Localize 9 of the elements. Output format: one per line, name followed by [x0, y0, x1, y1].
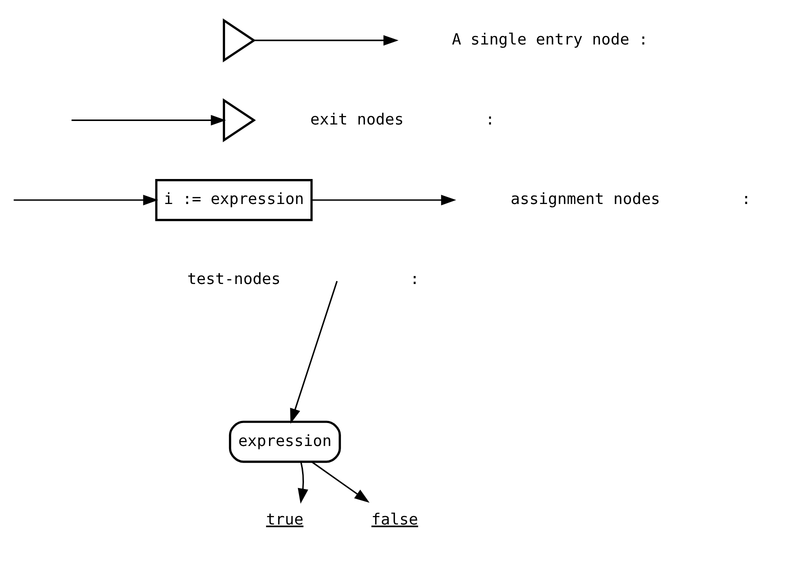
node-text: true: [266, 510, 304, 529]
node-text: false: [371, 510, 418, 529]
label: assignment nodes: [510, 190, 660, 208]
label: :: [410, 270, 420, 288]
label: :: [742, 190, 751, 208]
label: test-nodes: [187, 270, 281, 288]
label: :: [485, 110, 495, 128]
label: A single entry node :: [452, 30, 648, 48]
label: exit nodes: [310, 110, 404, 128]
